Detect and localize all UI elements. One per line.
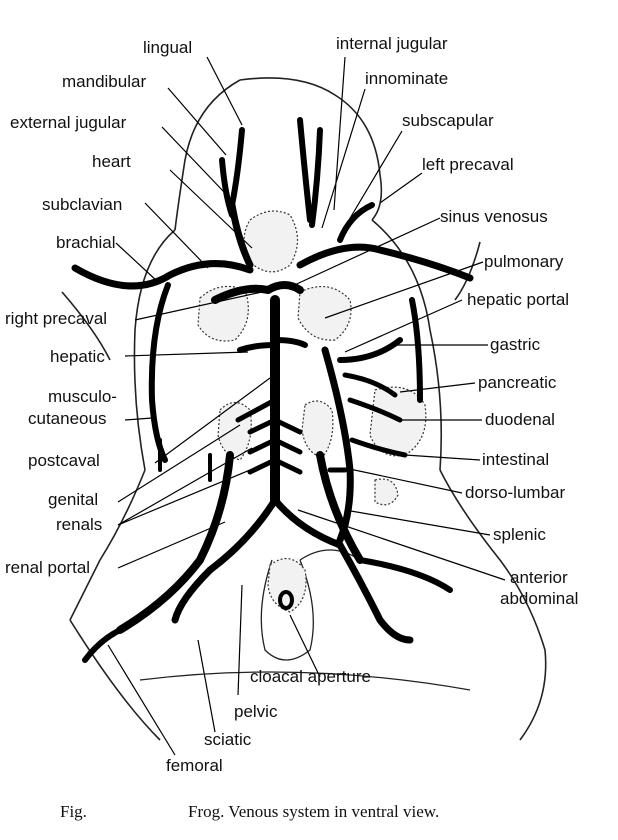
gastric-vein (337, 337, 403, 363)
label-brachial: brachial (56, 233, 116, 252)
bladder (267, 558, 307, 613)
veins (71, 117, 474, 663)
label-pancreatic: pancreatic (478, 373, 557, 392)
label-subclavian: subclavian (42, 195, 122, 214)
right-renal-portal-vein (116, 451, 234, 634)
label-cloacal-aperture: cloacal aperture (250, 667, 371, 686)
label-lingual: lingual (143, 38, 192, 57)
label-intestinal: intestinal (482, 450, 549, 469)
right-femoral-vein (82, 627, 123, 663)
duodenal-vein (347, 397, 403, 423)
hepatic-vein-left (272, 337, 308, 348)
left-jugular-vein (309, 127, 323, 228)
renal-branch-2 (247, 437, 303, 455)
left-renal-portal-vein (316, 451, 364, 564)
sinus-venosus-vein (264, 281, 304, 294)
renal-branch-3 (247, 457, 303, 475)
left-femoral-vein (357, 557, 453, 593)
label-hepatic-portal: hepatic portal (467, 290, 569, 309)
label-gastric: gastric (490, 335, 541, 354)
label-anterior: anterior (510, 568, 568, 587)
left-lung (297, 285, 352, 341)
label-genital: genital (48, 490, 98, 509)
label-cutaneous: cutaneous (28, 409, 106, 428)
label-musculo: musculo- (48, 387, 117, 406)
label-external-jugular: external jugular (10, 113, 127, 132)
anterior-abdominal-vein (336, 541, 414, 644)
label-hepatic: hepatic (50, 347, 105, 366)
right-brachial-vein (71, 260, 254, 290)
labels: lingual mandibular external jugular hear… (5, 34, 578, 775)
label-innominate: innominate (365, 69, 448, 88)
label-renal-portal: renal portal (5, 558, 90, 577)
label-renals: renals (56, 515, 102, 534)
label-duodenal: duodenal (485, 410, 555, 429)
left-musculocutaneous-vein (409, 297, 423, 403)
external-jugular-vein (228, 201, 254, 269)
genital-branch (235, 397, 278, 423)
body-outline (61, 77, 547, 741)
left-subscapular-vein (337, 202, 375, 243)
spleen (374, 478, 399, 506)
pancreatic-vein (342, 372, 398, 398)
label-subscapular: subscapular (402, 111, 494, 130)
left-kidney (301, 400, 334, 459)
figure-caption: Fig. Frog. Venous system in ventral view… (60, 802, 439, 821)
label-left-precaval: left precaval (422, 155, 514, 174)
label-splenic: splenic (493, 525, 546, 544)
label-right-precaval: right precaval (5, 309, 107, 328)
cloacal-ring (278, 590, 294, 610)
label-sciatic: sciatic (204, 730, 252, 749)
label-abdominal: abdominal (500, 589, 578, 608)
right-lung (197, 285, 249, 342)
renal-branch-1 (247, 417, 303, 435)
label-internal-jugular: internal jugular (336, 34, 448, 53)
label-heart: heart (92, 152, 131, 171)
hepatic-portal-vein (321, 346, 354, 544)
right-musculocutaneous-vein (148, 282, 171, 463)
intestinal-vein (349, 437, 408, 458)
leader-lines (107, 56, 506, 756)
label-postcaval: postcaval (28, 451, 100, 470)
caption-fig: Fig. (60, 802, 87, 821)
label-femoral: femoral (166, 756, 223, 775)
label-pelvic: pelvic (234, 702, 278, 721)
internal-jugular-vein (297, 117, 313, 223)
left-pelvic-vein (271, 496, 344, 549)
caption-text: Frog. Venous system in ventral view. (188, 802, 439, 821)
label-pulmonary: pulmonary (484, 252, 564, 271)
hepatic-vein-right (237, 342, 278, 353)
label-sinus-venosus: sinus venosus (440, 207, 548, 226)
lingual-vein (229, 127, 245, 208)
right-sciatic-vein (171, 566, 214, 624)
label-dorso-lumbar: dorso-lumbar (465, 483, 565, 502)
label-mandibular: mandibular (62, 72, 146, 91)
left-brachial-vein (296, 243, 474, 282)
right-pelvic-vein (206, 496, 279, 574)
